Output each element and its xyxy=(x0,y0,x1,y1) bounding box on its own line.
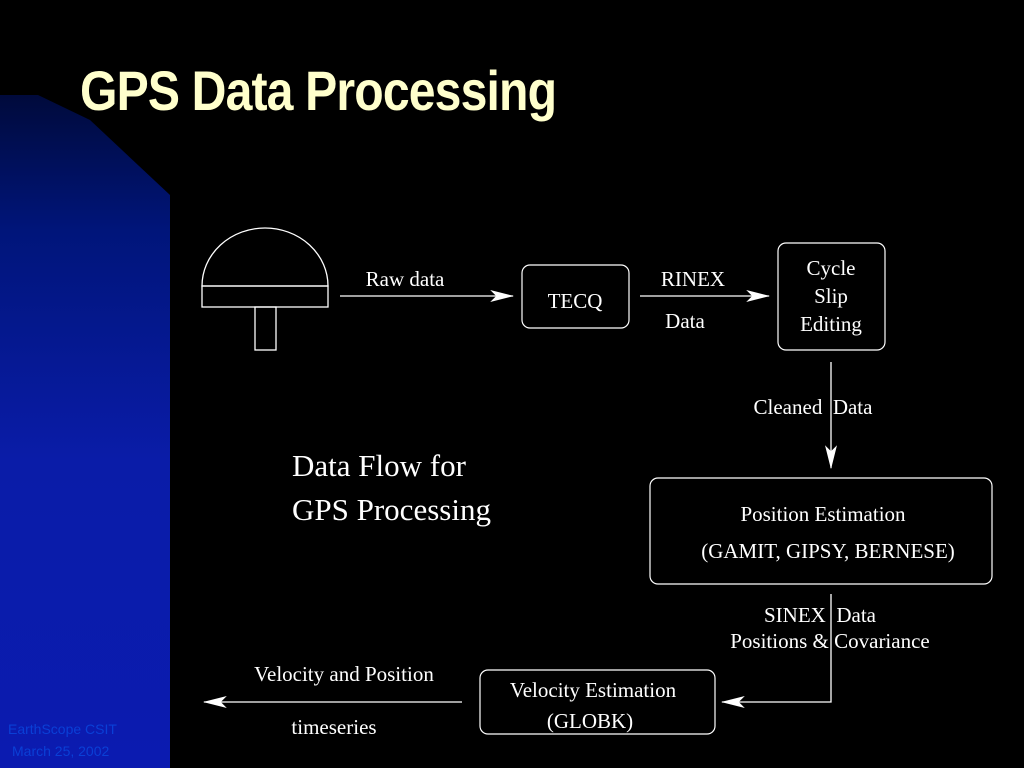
footer-line1: EarthScope CSIT xyxy=(8,721,117,737)
sinex-label-line1: SINEX Data xyxy=(764,603,877,627)
slide-title: GPS Data Processing xyxy=(80,59,557,122)
velocity-label-line2: (GLOBK) xyxy=(547,709,633,733)
cleaned-data-label: Cleaned Data xyxy=(754,395,874,419)
diagram-caption-line1: Data Flow for xyxy=(292,448,467,483)
cycle-label-line1: Cycle xyxy=(807,256,856,280)
velocity-estimation-box xyxy=(479,669,716,735)
rinex-label-line2: Data xyxy=(665,309,705,333)
arrow-position-to-velocity xyxy=(720,594,832,708)
cycle-label-line2: Slip xyxy=(814,284,848,308)
tecq-label: TECQ xyxy=(548,289,603,313)
gps-antenna-icon xyxy=(201,227,329,351)
position-estimation-box xyxy=(649,477,993,585)
rinex-label-line1: RINEX xyxy=(661,267,725,291)
side-gradient-band xyxy=(0,95,170,768)
velocity-label-line1: Velocity Estimation xyxy=(510,678,677,702)
velocity-position-label-line2: timeseries xyxy=(291,715,376,739)
position-label-line1: Position Estimation xyxy=(740,502,906,526)
sinex-label-line2: Positions & Covariance xyxy=(730,629,929,653)
diagram-caption-line2: GPS Processing xyxy=(292,492,491,527)
position-label-line2: (GAMIT, GIPSY, BERNESE) xyxy=(701,539,955,563)
velocity-position-label-line1: Velocity and Position xyxy=(254,662,434,686)
tecq-box xyxy=(521,264,630,329)
footer: EarthScope CSIT March 25, 2002 xyxy=(8,718,117,762)
cycle-slip-editing-box xyxy=(777,242,886,351)
cycle-label-line3: Editing xyxy=(800,312,862,336)
raw-data-label: Raw data xyxy=(366,267,445,291)
footer-line2: March 25, 2002 xyxy=(12,743,110,759)
